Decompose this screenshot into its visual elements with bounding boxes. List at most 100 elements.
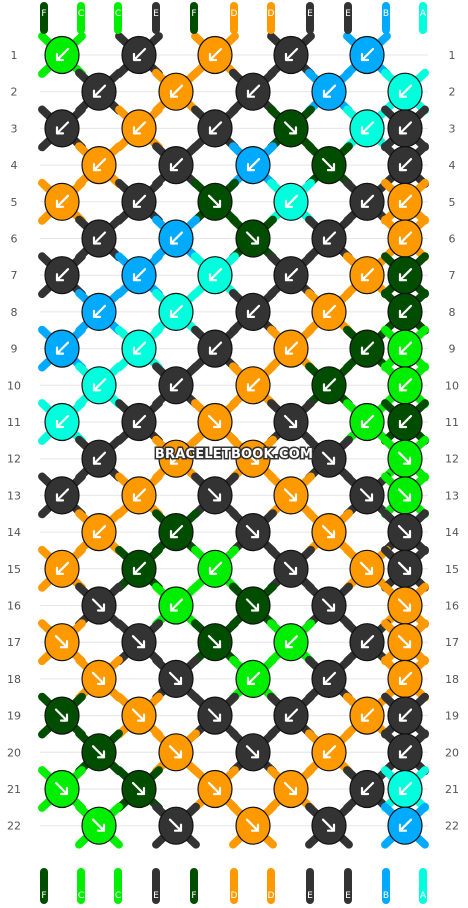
top-string-letter: D <box>268 9 275 19</box>
arrow-down-left-icon <box>398 745 413 759</box>
row-number: 10 <box>7 379 21 392</box>
knot <box>349 549 385 588</box>
arrow-down-left-icon <box>208 561 223 575</box>
knot <box>311 659 347 699</box>
arrow-down-left-icon <box>322 378 337 392</box>
knot <box>273 549 309 588</box>
arrow-down-left-icon <box>398 781 413 796</box>
knot <box>349 476 385 515</box>
arrow-down-left-icon <box>169 158 184 172</box>
arrow-down-left-icon <box>360 708 375 722</box>
arrow-down-left-icon <box>360 194 375 208</box>
knot <box>273 182 309 221</box>
knot <box>311 219 347 258</box>
arrow-down-left-icon <box>92 231 107 245</box>
knot <box>311 586 347 625</box>
arrow-down-right-icon <box>207 635 222 649</box>
bottom-string-letter: A <box>420 891 427 901</box>
row-number: 8 <box>449 306 456 319</box>
arrow-down-right-icon <box>321 598 336 612</box>
knot <box>44 623 80 662</box>
knot <box>387 256 423 295</box>
arrow-down-right-icon <box>168 818 183 832</box>
row-number: 6 <box>449 233 456 246</box>
arrow-down-left-icon <box>322 745 337 759</box>
top-string-letter: E <box>153 9 159 19</box>
arrow-down-left-icon <box>398 158 413 172</box>
knot <box>121 35 157 75</box>
arrow-down-left-icon <box>55 561 70 575</box>
knot <box>311 146 347 185</box>
knot <box>197 549 233 588</box>
knot <box>121 476 157 515</box>
arrow-down-left-icon <box>398 84 413 98</box>
arrow-down-right-icon <box>54 635 69 649</box>
row-number: 12 <box>7 453 21 466</box>
top-string-letter: C <box>78 9 84 19</box>
row-number: 16 <box>7 600 21 613</box>
knot <box>235 219 271 258</box>
row-number: 15 <box>445 563 459 576</box>
knot <box>81 512 117 552</box>
knot <box>44 182 80 221</box>
arrow-down-right-icon <box>397 561 412 575</box>
knot <box>311 806 347 845</box>
knot <box>235 659 271 699</box>
knot <box>197 623 233 662</box>
arrow-down-left-icon <box>246 378 261 392</box>
knot <box>387 549 423 588</box>
arrow-down-right-icon <box>91 745 106 759</box>
knot <box>44 769 80 809</box>
row-number: 3 <box>449 122 456 135</box>
knot-grid <box>44 35 423 845</box>
row-number: 8 <box>11 306 18 319</box>
row-number: 6 <box>11 233 18 246</box>
knot <box>81 439 117 478</box>
arrow-down-right-icon <box>91 598 106 612</box>
knot <box>197 35 233 75</box>
top-string-letter: E <box>345 9 351 19</box>
arrow-down-right-icon <box>283 121 298 135</box>
arrow-down-left-icon <box>208 341 223 355</box>
arrow-down-right-icon <box>359 488 374 502</box>
knot <box>387 366 423 405</box>
arrow-down-right-icon <box>397 451 412 465</box>
arrow-down-left-icon <box>398 268 413 282</box>
arrow-down-right-icon <box>245 745 260 759</box>
arrow-down-left-icon <box>398 231 413 245</box>
row-number: 1 <box>11 49 18 62</box>
knot <box>387 769 423 809</box>
knot <box>349 109 385 148</box>
knot <box>197 696 233 735</box>
row-number: 19 <box>7 710 21 723</box>
top-string-letter: D <box>231 9 238 19</box>
bottom-string-letter: E <box>345 891 351 901</box>
arrow-down-right-icon <box>397 525 412 539</box>
knot <box>387 219 423 258</box>
row-number: 2 <box>449 86 456 99</box>
knot <box>44 329 80 368</box>
row-number: 10 <box>445 379 459 392</box>
knot <box>387 146 423 185</box>
arrow-down-left-icon <box>360 121 375 135</box>
arrow-down-left-icon <box>208 121 223 135</box>
arrow-down-right-icon <box>54 781 69 796</box>
knot <box>235 292 271 331</box>
knot <box>121 109 157 148</box>
knot <box>235 439 271 478</box>
row-number: 18 <box>7 673 21 686</box>
knot <box>158 292 194 331</box>
knot <box>197 476 233 515</box>
arrow-down-right-icon <box>245 818 260 832</box>
row-number: 11 <box>445 416 459 429</box>
row-number: 4 <box>449 159 456 172</box>
knot <box>121 182 157 221</box>
arrow-down-left-icon <box>246 158 261 172</box>
arrow-down-left-icon <box>360 47 375 62</box>
knot <box>387 402 423 442</box>
knot <box>349 769 385 809</box>
top-string-letter: F <box>41 9 46 19</box>
row-number: 14 <box>445 526 459 539</box>
